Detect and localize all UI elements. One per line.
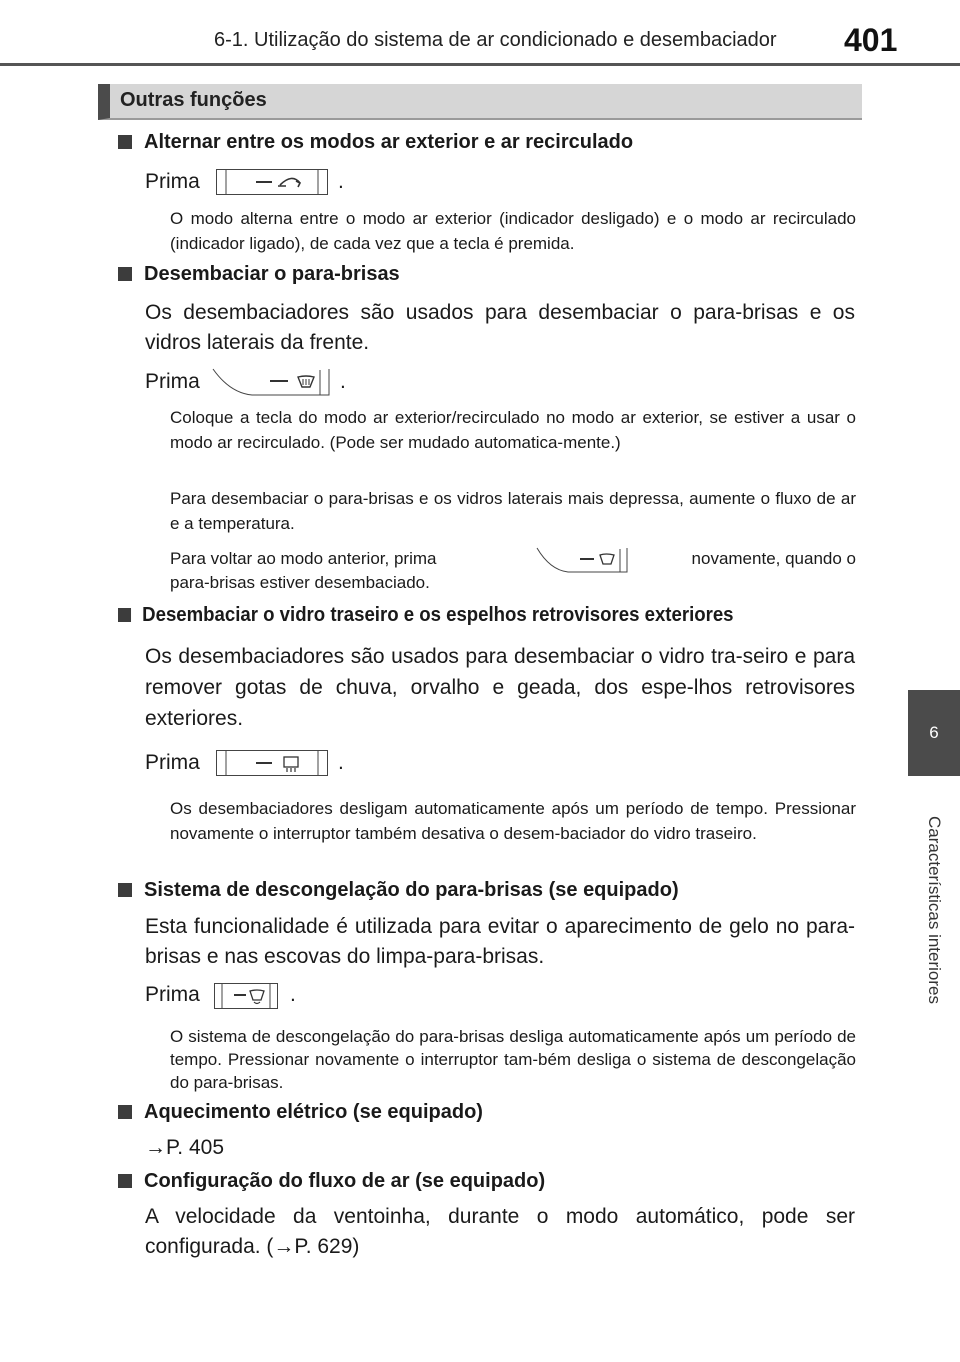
recirculation-key-icon: [216, 169, 328, 195]
period: .: [290, 983, 296, 1006]
note-front-defroster-2: Para desembaciar o para-brisas e os vidr…: [170, 489, 856, 533]
heading-airflow-config: Configuração do fluxo de ar (se equipado…: [118, 1170, 545, 1193]
bullet-square-icon: [118, 1105, 132, 1119]
note-wiper-deicer: O sistema de descongelação do para-brisa…: [170, 1027, 856, 1092]
page-number: 401: [844, 22, 898, 58]
section-title: Outras funções: [120, 89, 267, 111]
heading-front-defroster: Desembaciar o para-brisas: [118, 263, 400, 286]
front-defroster-key-icon: [212, 368, 330, 396]
body-airflow-config: A velocidade da ventoinha, durante o mod…: [145, 1205, 855, 1258]
heading-recirculation: Alternar entre os modos ar exterior e ar…: [118, 131, 633, 154]
body-wiper-deicer: Esta funcionalidade é utilizada para evi…: [145, 915, 855, 968]
note-front-defroster-3a: Para voltar ao modo anterior, prima: [170, 549, 437, 568]
period: .: [338, 170, 344, 193]
header-divider: [0, 63, 960, 66]
header-title: 6-1. Utilização do sistema de ar condici…: [214, 29, 777, 51]
note-front-defroster-3b: novamente, quando o: [691, 549, 856, 568]
prima-label: Prima: [145, 370, 200, 393]
bullet-square-icon: [118, 1174, 132, 1188]
heading-electric-heater: Aquecimento elétrico (se equipado): [118, 1101, 483, 1124]
heading-wiper-deicer: Sistema de descongelação do para-brisas …: [118, 879, 679, 902]
body-front-defroster: Os desembaciadores são usados para desem…: [145, 301, 855, 354]
bullet-square-icon: [118, 883, 132, 897]
body-rear-defroster: Os desembaciadores são usados para desem…: [145, 645, 855, 730]
prima-label: Prima: [145, 751, 200, 774]
wiper-deicer-key-icon: [214, 983, 278, 1009]
note-front-defroster-3c: para-brisas estiver desembaciado.: [170, 573, 430, 592]
chapter-tab-text: Características interiores: [925, 815, 945, 1005]
period: .: [340, 370, 346, 393]
front-defroster-key-icon: [536, 547, 628, 573]
chapter-tab-number[interactable]: 6: [908, 690, 960, 776]
period: .: [338, 751, 344, 774]
page-header: 6-1. Utilização do sistema de ar condici…: [0, 0, 960, 66]
note-front-defroster-1: Coloque a tecla do modo ar exterior/reci…: [170, 408, 856, 452]
page-reference-link[interactable]: →P. 405: [145, 1136, 225, 1159]
rear-defroster-key-icon: [216, 750, 328, 776]
heading-rear-defroster: Desembaciar o vidro traseiro e os espelh…: [118, 604, 734, 627]
bullet-square-icon: [118, 608, 132, 622]
prima-label: Prima: [145, 983, 200, 1006]
prima-label: Prima: [145, 170, 200, 193]
bullet-square-icon: [118, 135, 132, 149]
chapter-tab-label: Características interiores: [908, 776, 960, 1044]
note-recirculation: O modo alterna entre o modo ar exterior …: [170, 209, 856, 253]
section-title-bar: Outras funções: [98, 84, 862, 120]
bullet-square-icon: [118, 267, 132, 281]
note-rear-defroster: Os desembaciadores desligam automaticame…: [170, 799, 856, 843]
